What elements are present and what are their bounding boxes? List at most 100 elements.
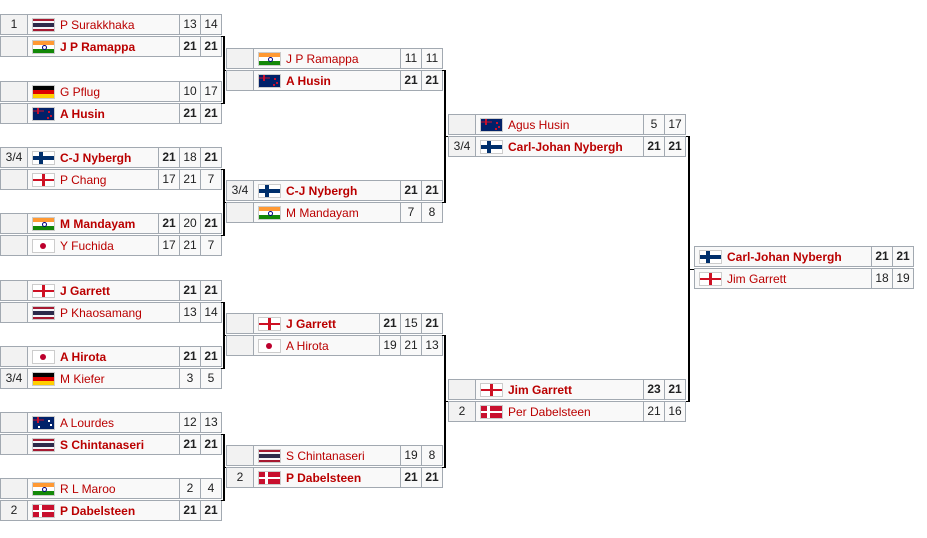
player-name-link[interactable]: Y Fuchida [60, 238, 114, 253]
player-name-cell[interactable]: M Kiefer [28, 369, 179, 388]
denmark-flag-icon [480, 404, 503, 419]
player-name-cell[interactable]: J P Ramappa [254, 49, 400, 68]
game-score: 21 [421, 181, 442, 200]
player-name-link[interactable]: P Dabelsteen [286, 470, 362, 485]
player-name-cell[interactable]: P Dabelsteen [28, 501, 179, 520]
player-name-link[interactable]: J P Ramappa [286, 51, 359, 66]
game-score: 8 [421, 446, 442, 465]
australia-flag-icon [32, 415, 55, 430]
player-name-link[interactable]: M Kiefer [60, 371, 105, 386]
player-name-link[interactable]: P Surakkhaka [60, 17, 135, 32]
player-name-link[interactable]: J P Ramappa [60, 39, 136, 54]
player-name-cell[interactable]: S Chintanaseri [254, 446, 400, 465]
game-score: 19 [379, 336, 400, 355]
player-name-link[interactable]: Jim Garrett [508, 382, 573, 397]
player-name-cell[interactable]: M Mandayam [254, 203, 400, 222]
player-name-link[interactable]: A Hirota [60, 349, 107, 364]
player-name-link[interactable]: Per Dabelsteen [508, 404, 591, 419]
player-name-link[interactable]: S Chintanaseri [60, 437, 145, 452]
player-name-cell[interactable]: Jim Garrett [476, 380, 643, 399]
player-name-cell[interactable]: P Surakkhaka [28, 15, 179, 34]
player-name-link[interactable]: P Khaosamang [60, 305, 142, 320]
player-name-cell[interactable]: J Garrett [28, 281, 179, 300]
seed-cell: 1 [1, 15, 28, 34]
player-name-cell[interactable]: Agus Husin [476, 115, 643, 134]
player-name-cell[interactable]: Jim Garrett [695, 269, 871, 288]
player-name-cell[interactable]: Y Fuchida [28, 236, 158, 255]
bracket-connector [223, 202, 226, 203]
player-name-cell[interactable]: A Hirota [254, 336, 379, 355]
player-name-cell[interactable]: C-J Nybergh [28, 148, 158, 167]
player-name-cell[interactable]: Carl-Johan Nybergh [476, 137, 643, 156]
player-name-cell[interactable]: J Garrett [254, 314, 379, 333]
seed-cell [1, 281, 28, 300]
player-name-link[interactable]: C-J Nybergh [286, 183, 358, 198]
player-name-cell[interactable]: G Pflug [28, 82, 179, 101]
thailand-flag-icon [32, 437, 55, 452]
player-name-cell[interactable]: P Chang [28, 170, 158, 189]
player-name-link[interactable]: S Chintanaseri [286, 448, 365, 463]
player-name-link[interactable]: A Husin [60, 106, 105, 121]
game-score: 21 [158, 214, 179, 233]
player-name-link[interactable]: P Dabelsteen [60, 503, 136, 518]
game-score: 17 [664, 115, 685, 134]
player-name-cell[interactable]: J P Ramappa [28, 37, 179, 56]
player-name-link[interactable]: A Lourdes [60, 415, 115, 430]
player-name-link[interactable]: A Hirota [286, 338, 329, 353]
player-name-link[interactable]: Jim Garrett [727, 271, 787, 286]
seed-cell [1, 347, 28, 366]
game-score: 21 [664, 137, 685, 156]
player-name-link[interactable]: C-J Nybergh [60, 150, 132, 165]
player-name-cell[interactable]: Per Dabelsteen [476, 402, 643, 421]
player-name-cell[interactable]: P Khaosamang [28, 303, 179, 322]
seed-cell: 3/4 [1, 369, 28, 388]
player-name-link[interactable]: G Pflug [60, 84, 101, 99]
game-score: 2 [179, 479, 200, 498]
player-name-link[interactable]: M Mandayam [60, 216, 136, 231]
game-score: 4 [200, 479, 221, 498]
player-name-link[interactable]: R L Maroo [60, 481, 116, 496]
player-name-link[interactable]: J Garrett [286, 316, 337, 331]
game-score: 10 [179, 82, 200, 101]
game-score: 21 [400, 181, 421, 200]
player-name-link[interactable]: Carl-Johan Nybergh [508, 139, 623, 154]
finland-flag-icon [32, 150, 55, 165]
player-name-cell[interactable]: P Dabelsteen [254, 468, 400, 487]
game-score: 21 [179, 347, 200, 366]
game-score: 7 [200, 170, 221, 189]
player-name-cell[interactable]: A Hirota [28, 347, 179, 366]
player-name-cell[interactable]: A Husin [254, 71, 400, 90]
player-name-cell[interactable]: M Mandayam [28, 214, 158, 233]
player-name-cell[interactable]: S Chintanaseri [28, 435, 179, 454]
player-name-link[interactable]: J Garrett [60, 283, 111, 298]
seed-cell [1, 413, 28, 432]
seed-cell [1, 435, 28, 454]
player-name-link[interactable]: P Chang [60, 172, 107, 187]
india-flag-icon [258, 205, 281, 220]
game-score: 5 [200, 369, 221, 388]
player-name-cell[interactable]: A Lourdes [28, 413, 179, 432]
game-score: 8 [421, 203, 442, 222]
player-name-cell[interactable]: A Husin [28, 104, 179, 123]
seed-cell: 2 [1, 501, 28, 520]
denmark-flag-icon [32, 503, 55, 518]
player-name-cell[interactable]: R L Maroo [28, 479, 179, 498]
game-score: 21 [379, 314, 400, 333]
player-name-link[interactable]: Carl-Johan Nybergh [727, 249, 842, 264]
bracket-connector [221, 302, 224, 303]
game-score: 21 [871, 247, 892, 266]
player-name-cell[interactable]: Carl-Johan Nybergh [695, 247, 871, 266]
bracket-connector [442, 70, 445, 71]
game-score: 18 [871, 269, 892, 288]
player-name-link[interactable]: A Husin [286, 73, 331, 88]
player-name-link[interactable]: Agus Husin [508, 117, 570, 132]
player-name-cell[interactable]: C-J Nybergh [254, 181, 400, 200]
player-name-link[interactable]: M Mandayam [286, 205, 359, 220]
game-score: 14 [200, 303, 221, 322]
